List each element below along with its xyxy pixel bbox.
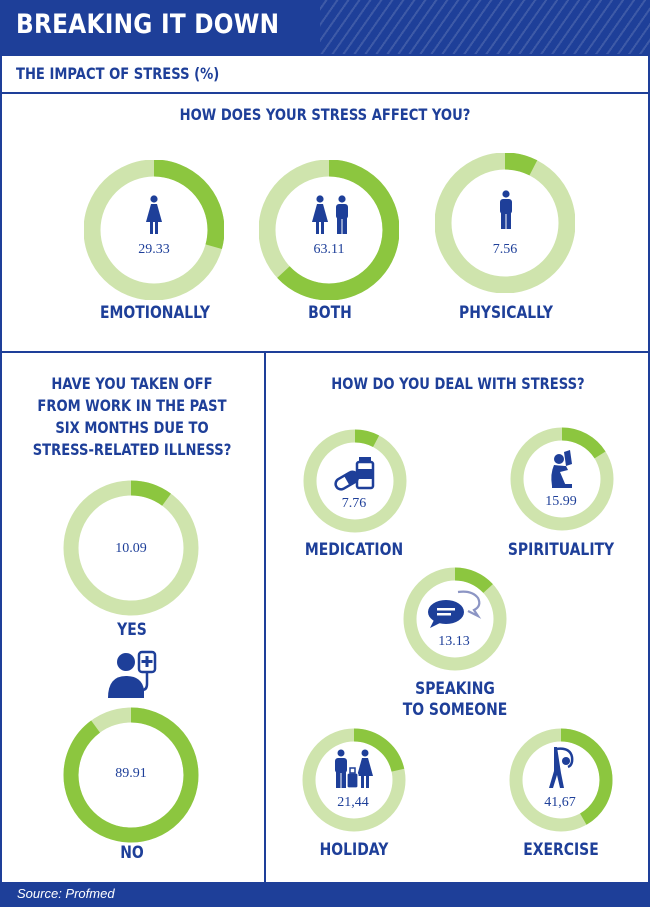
pills-icon (334, 457, 375, 491)
header-banner: BREAKING IT DOWN (0, 0, 650, 54)
value-both: 63.11 (313, 242, 345, 257)
donut-emotionally (84, 160, 224, 300)
donut-slice (259, 160, 399, 300)
donut-slice (84, 160, 224, 300)
donut-slice (435, 153, 575, 293)
value-exercise: 41,67 (544, 795, 576, 810)
section2-question-line4: STRESS-RELATED ILLNESS? (32, 440, 232, 459)
label-yes: YES (117, 620, 147, 640)
praying-icon (551, 450, 572, 488)
donut-slice (303, 429, 407, 533)
section2-question-line3: SIX MONTHS DUE TO (55, 418, 209, 437)
donut-slice (302, 728, 406, 832)
label-exercise: EXERCISE (523, 840, 599, 860)
label-speaking-line2: TO SOMEONE (402, 700, 508, 720)
label-medication: MEDICATION (304, 540, 404, 560)
label-no: NO (120, 843, 144, 863)
donut-slice (63, 480, 199, 616)
travelers-icon (335, 749, 373, 789)
label-both: BOTH (308, 303, 352, 323)
page-title: BREAKING IT DOWN (16, 9, 280, 40)
donut-speaking (403, 567, 507, 671)
value-emotionally: 29.33 (138, 242, 170, 257)
divider-top (0, 92, 650, 94)
value-speaking: 13.13 (438, 634, 470, 649)
subtitle: THE IMPACT OF STRESS (%) (16, 64, 220, 83)
label-holiday: HOLIDAY (319, 840, 389, 860)
divider-vertical (264, 351, 266, 882)
divider-middle (0, 351, 650, 353)
value-yes: 10.09 (115, 541, 147, 556)
section3-question: HOW DO YOU DEAL WITH STRESS? (331, 374, 585, 393)
section2-question-line2: FROM WORK IN THE PAST (37, 396, 227, 415)
value-physically: 7.56 (492, 242, 518, 257)
value-spirituality: 15.99 (545, 494, 577, 509)
couple-icon (312, 195, 348, 234)
label-speaking-line1: SPEAKING (415, 679, 495, 699)
value-holiday: 21,44 (337, 795, 369, 810)
donut-medication (303, 429, 407, 533)
section1-question: HOW DOES YOUR STRESS AFFECT YOU? (179, 105, 471, 124)
donut-no (63, 707, 199, 843)
footer-bar: Source: Profmed (0, 882, 650, 907)
donut-slice (509, 728, 613, 832)
woman-icon (146, 195, 162, 234)
donut-slice (63, 707, 199, 843)
header-stripes (320, 0, 650, 54)
donut-physically (435, 153, 575, 293)
donut-holiday (302, 728, 406, 832)
donut-yes (63, 480, 199, 616)
patient-iv-icon (108, 650, 157, 698)
source-note: Source: Profmed (17, 886, 115, 901)
speech-bubble-icon (428, 590, 482, 628)
donut-slice (510, 427, 614, 531)
man-icon (500, 190, 512, 229)
label-spirituality: SPIRITUALITY (507, 540, 615, 560)
donut-both (259, 160, 399, 300)
stretching-icon (549, 747, 574, 788)
value-no: 89.91 (115, 766, 147, 781)
label-emotionally: EMOTIONALLY (100, 303, 210, 323)
donut-exercise (509, 728, 613, 832)
label-physically: PHYSICALLY (459, 303, 553, 323)
donut-slice (403, 567, 507, 671)
donut-spirituality (510, 427, 614, 531)
value-medication: 7.76 (341, 496, 367, 511)
section2-question-line1: HAVE YOU TAKEN OFF (51, 374, 213, 393)
